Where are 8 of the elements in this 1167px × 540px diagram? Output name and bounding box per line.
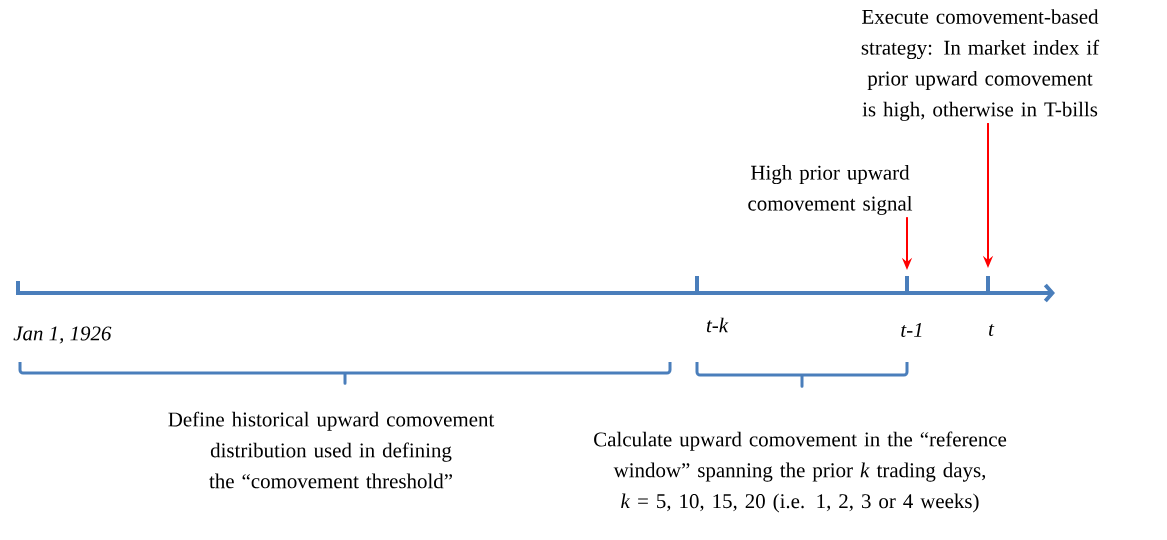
description-text: Calculate upward comovement in the “reference window” spanning the prior k trading days, k = 5, 10, 15, 20 (i.e. 1, 2, 3 or 4 weeks) xyxy=(594,431,1007,513)
strategy-note: Execute comovement-based strategy: In market index if prior upward comovement is high, otherwise in T-bills xyxy=(861,9,1100,121)
signal-note: High prior upward comovement signal xyxy=(748,165,913,215)
tick-label: t xyxy=(989,324,995,336)
tick-label: t-1 xyxy=(901,323,922,337)
date-label: Jan 1, 1926 xyxy=(13,326,112,344)
tick-label: t-k xyxy=(706,317,729,333)
description-text: Define historical upward comovement distribution used in defining the “comovement threshold” xyxy=(168,411,495,489)
